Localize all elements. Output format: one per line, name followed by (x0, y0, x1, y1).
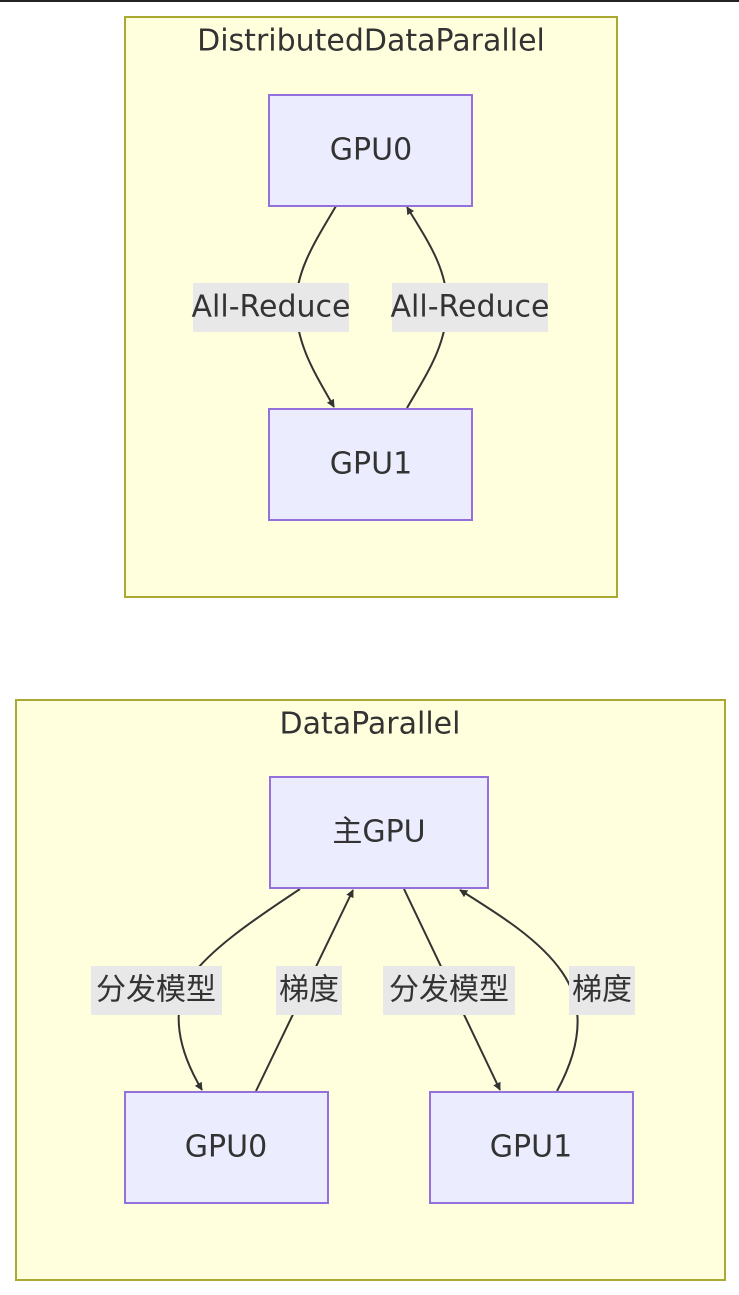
node-ddp-gpu0[interactable]: GPU0 (268, 94, 473, 207)
edge-label-text: All-Reduce (192, 290, 351, 325)
edge-dp-gpu1-to-main (459, 889, 579, 1092)
cluster-title: DataParallel (280, 707, 461, 742)
edge-label-text: 分发模型 (389, 973, 509, 1008)
node-dp-main-gpu[interactable]: 主GPU (269, 776, 489, 889)
node-label: GPU1 (490, 1130, 572, 1165)
edge-label-distribute-model-1: 分发模型 (383, 966, 515, 1015)
node-label: 主GPU (332, 815, 425, 850)
node-label: GPU0 (330, 133, 412, 168)
edge-label-gradient-0: 梯度 (276, 966, 342, 1015)
edge-label-text: 梯度 (279, 973, 339, 1008)
node-dp-gpu0[interactable]: GPU0 (124, 1091, 329, 1204)
edge-label-text: 分发模型 (96, 973, 216, 1008)
node-ddp-gpu1[interactable]: GPU1 (268, 408, 473, 521)
node-label: GPU0 (185, 1130, 267, 1165)
node-dp-gpu1[interactable]: GPU1 (429, 1091, 634, 1204)
edge-label-all-reduce-up: All-Reduce (391, 283, 550, 332)
cluster-title: DistributedDataParallel (197, 24, 545, 59)
node-label: GPU1 (330, 447, 412, 482)
edge-label-text: All-Reduce (391, 290, 550, 325)
top-border (0, 0, 739, 2)
edge-label-all-reduce-down: All-Reduce (192, 283, 351, 332)
edge-label-distribute-model-0: 分发模型 (91, 966, 222, 1015)
edge-label-gradient-1: 梯度 (569, 966, 635, 1015)
edge-label-text: 梯度 (572, 973, 632, 1008)
